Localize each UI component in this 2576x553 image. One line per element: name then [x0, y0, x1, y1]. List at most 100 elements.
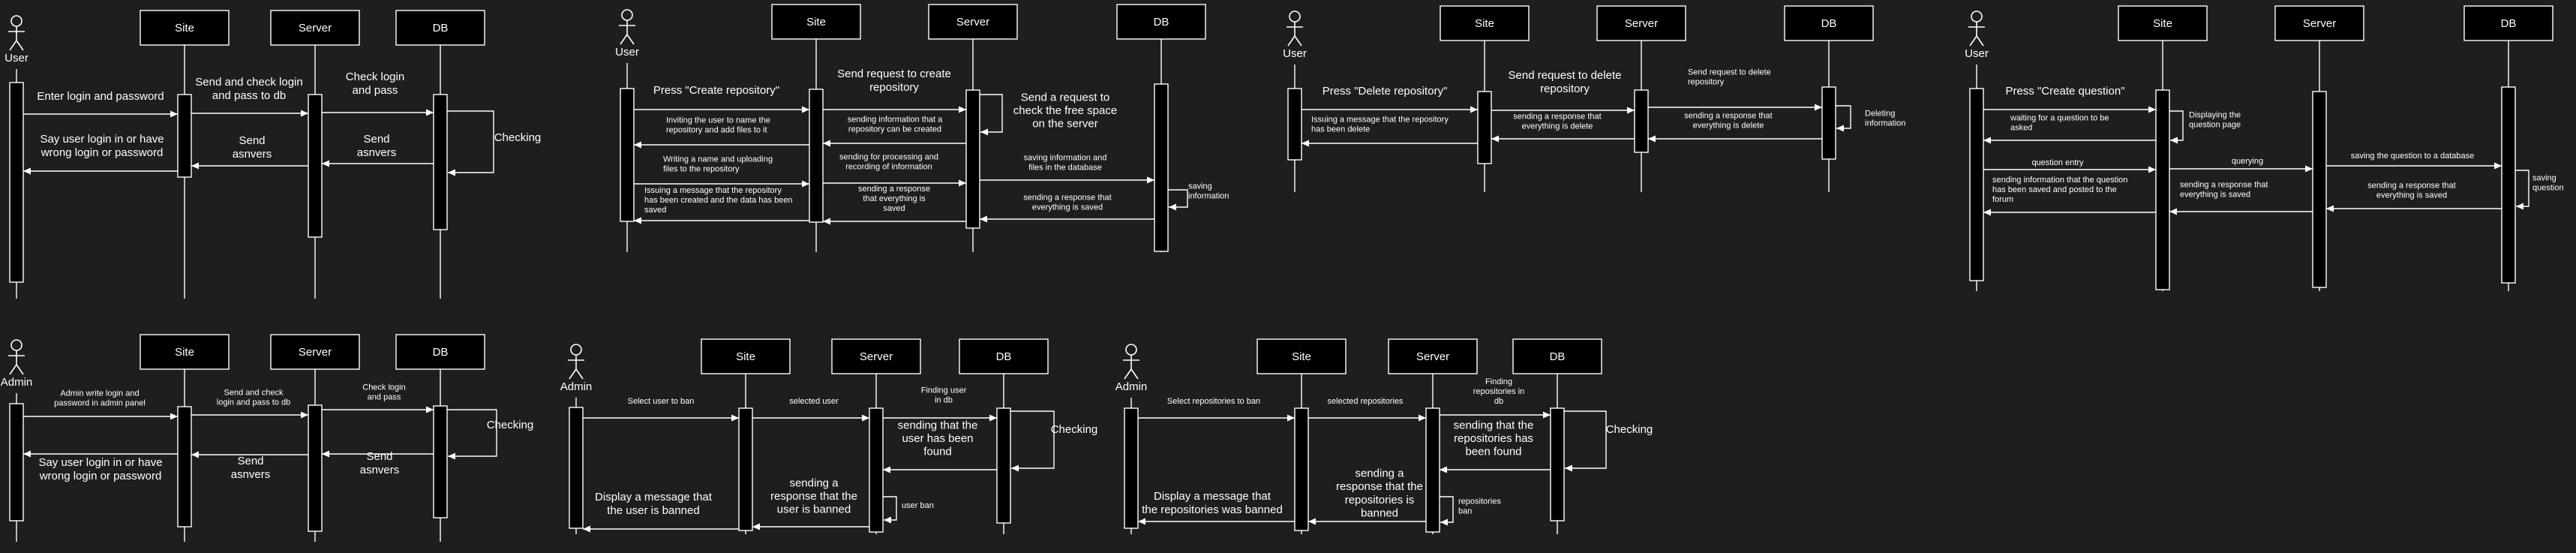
message-label: Press "Create question"	[2005, 85, 2124, 98]
self-message-arrow	[447, 409, 497, 460]
participant-site-box	[701, 338, 791, 374]
self-message-arrow	[1564, 410, 1607, 472]
activation-bar	[1477, 91, 1492, 164]
message-label: Checking	[494, 131, 542, 144]
actor-label: User	[1283, 47, 1307, 60]
activation-bar	[177, 94, 192, 178]
participant-site-label: Site	[1475, 17, 1494, 30]
activation-bar	[2155, 89, 2170, 290]
self-message-arrow	[1440, 496, 1454, 526]
activation-bar	[9, 403, 24, 521]
participant-server-box	[1388, 338, 1478, 374]
user-actor: User	[1283, 11, 1307, 60]
participant-site-label: Site	[806, 16, 826, 29]
activation-bar	[809, 89, 824, 223]
participant-site-box	[771, 4, 861, 40]
self-message-arrow	[2169, 110, 2184, 144]
user-actor: User	[5, 15, 29, 65]
participant-server-box	[1596, 5, 1686, 41]
activation-bar	[433, 94, 448, 230]
admin-actor: Admin	[1115, 344, 1148, 393]
participant-site-label: Site	[2153, 17, 2172, 30]
activation-bar	[1969, 88, 1984, 281]
activation-bar	[2312, 91, 2327, 288]
participant-site-box	[140, 334, 230, 370]
activation-bar	[996, 407, 1011, 524]
activation-bar	[177, 406, 192, 527]
actor-label: Admin	[1115, 380, 1148, 393]
participant-server-label: Server	[956, 16, 989, 29]
self-message-arrow	[883, 496, 897, 524]
participant-db-label: DB	[996, 350, 1012, 363]
participant-db-label: DB	[1821, 17, 1837, 30]
participant-server-box	[270, 334, 360, 370]
message-label: Press "Delete repository"	[1323, 85, 1448, 98]
message-label: selected repositories	[1328, 397, 1404, 406]
activation-bar	[433, 405, 448, 518]
user-actor: User	[1965, 11, 1989, 60]
activation-bar	[620, 88, 635, 222]
self-message-arrow	[2515, 170, 2529, 210]
message-label: saving the question to a database	[2351, 152, 2475, 161]
activation-bar	[869, 407, 884, 533]
participant-site-label: Site	[175, 22, 194, 35]
activation-bar	[965, 89, 980, 229]
message-label: Select user to ban	[628, 397, 695, 406]
participant-db-box	[2463, 5, 2553, 41]
participant-site-label: Site	[736, 350, 755, 363]
activation-bar	[1634, 89, 1649, 153]
activation-bar	[738, 407, 753, 531]
participant-site-box	[1440, 5, 1530, 41]
participant-site-box	[2118, 5, 2208, 41]
participant-site-label: Site	[175, 346, 194, 359]
activation-bar	[9, 82, 24, 283]
actor-label: User	[1965, 47, 1989, 60]
message-label: Select repositories to ban	[1167, 397, 1260, 406]
self-message-arrow	[1010, 410, 1055, 472]
actor-label: User	[5, 52, 29, 65]
activation-bar	[1294, 407, 1309, 531]
activation-bar	[1550, 407, 1565, 521]
activation-bar	[1124, 407, 1139, 529]
participant-db-box	[395, 334, 485, 370]
participant-server-label: Server	[1416, 350, 1449, 363]
self-message-arrow	[1168, 189, 1188, 211]
participant-server-label: Server	[299, 22, 332, 35]
participant-server-box	[831, 338, 921, 374]
participant-db-label: DB	[1550, 350, 1566, 363]
message-label: user ban	[902, 501, 934, 510]
